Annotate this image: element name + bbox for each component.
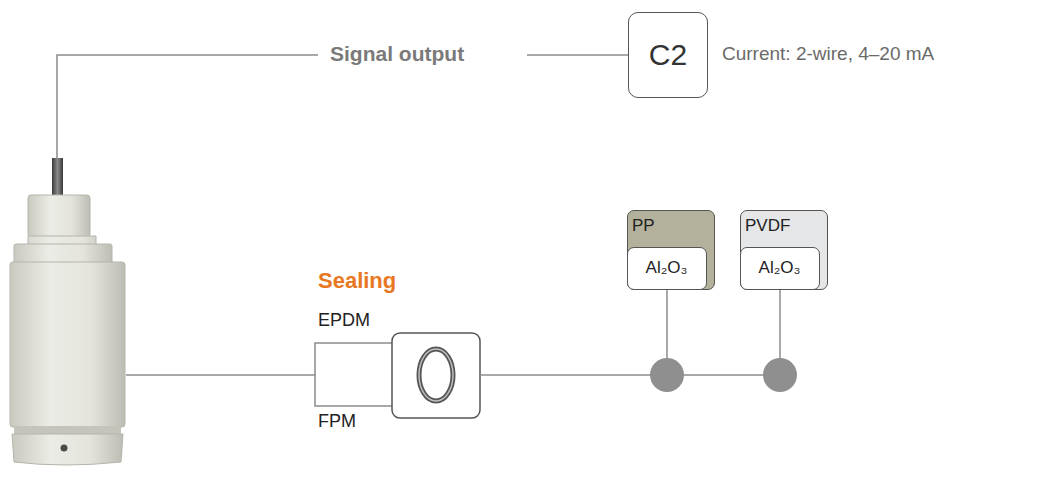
node-text: PVDF xyxy=(741,211,827,236)
output-description: Current: 2-wire, 4–20 mA xyxy=(722,43,934,65)
connection-line xyxy=(480,374,770,376)
o-ring-highlight xyxy=(419,349,453,401)
material-label: FPM xyxy=(318,411,356,432)
node-text: C2 xyxy=(649,38,687,72)
bracket xyxy=(315,343,392,406)
signal-wire xyxy=(57,55,318,160)
sealing-heading: Sealing xyxy=(318,268,396,294)
leader-line xyxy=(666,290,668,360)
material-box: PP Al₂O₃ xyxy=(627,210,715,290)
material-box: PVDF Al₂O₃ xyxy=(740,210,828,290)
signal-label: Signal output xyxy=(330,42,464,66)
node-text: PP xyxy=(628,211,714,236)
connection-line xyxy=(126,374,315,376)
material-label: EPDM xyxy=(318,310,370,331)
sensor-illustration xyxy=(10,158,125,465)
o-ring xyxy=(419,349,453,401)
material-box: Al₂O₃ xyxy=(740,247,820,290)
leader-line xyxy=(779,290,781,360)
material-box: Al₂O₃ xyxy=(627,247,707,290)
signal-wire xyxy=(527,54,628,56)
signal-box: C2 xyxy=(628,12,708,98)
option-dot xyxy=(763,358,797,392)
node-text: Al₂O₃ xyxy=(759,258,801,278)
seal-box xyxy=(392,333,480,418)
option-dot xyxy=(650,358,684,392)
node-text: Al₂O₃ xyxy=(646,258,688,278)
